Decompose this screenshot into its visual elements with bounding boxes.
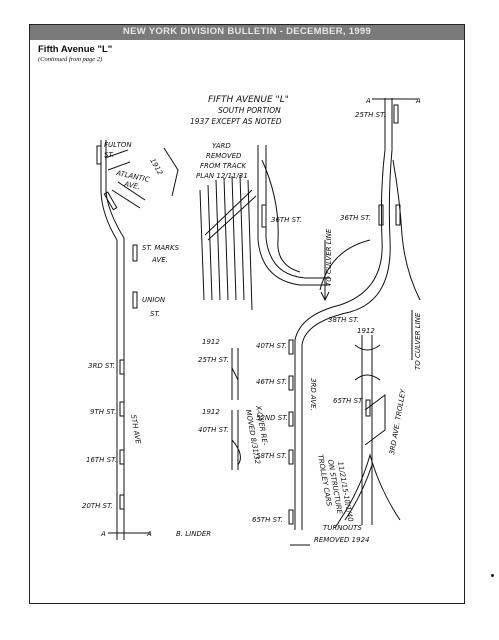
- label-yard-3: FROM TRACK: [200, 162, 247, 170]
- section-title: Fifth Avenue "L": [38, 44, 113, 55]
- platform-atlantic: [103, 191, 118, 211]
- label-65th-b: 65TH ST.: [333, 397, 364, 405]
- label-36th-b: 36TH ST.: [340, 214, 371, 222]
- label-union: UNION: [142, 296, 166, 304]
- platform-36th-a: [261, 204, 267, 228]
- label-yard-4: PLAN 12/11/31: [196, 172, 248, 180]
- label-a-top-2: A: [415, 97, 421, 105]
- label-linder: B. LINDER: [176, 530, 211, 538]
- trolley-ramp: [339, 453, 401, 521]
- section-subtitle: (Continued from page 2): [38, 56, 103, 63]
- platform-36th-c: [395, 204, 401, 226]
- platform-36th-b: [378, 204, 384, 226]
- platform-20th: [119, 494, 125, 510]
- platform-fulton: [96, 145, 102, 165]
- right-track-b: [301, 98, 393, 530]
- label-52nd-r: 52ND ST.: [256, 414, 288, 422]
- label-3rd-ave: 3RD AVE.: [309, 378, 317, 411]
- label-5th-ave: 5TH AVE: [129, 414, 142, 445]
- label-1912-a: 1912: [148, 157, 164, 177]
- platform-3rd: [119, 359, 125, 375]
- arrow-1912-a: [163, 147, 179, 197]
- sketch-40th-xover: [231, 439, 241, 466]
- sketch-25th-track: [231, 348, 239, 400]
- bulletin-banner: NEW YORK DIVISION BULLETIN - DECEMBER, 1…: [30, 25, 464, 40]
- label-65th-r: 65TH ST.: [252, 516, 283, 524]
- page-frame: [29, 24, 465, 604]
- trolley-loop: [354, 344, 386, 446]
- yard-tracks: [199, 174, 253, 311]
- platform-65th-b: [365, 399, 371, 417]
- sketch-25th-xover: [231, 367, 239, 381]
- label-turnouts-2: REMOVED 1924: [314, 536, 369, 544]
- label-culver-1: TO CULVER LINE: [325, 228, 333, 286]
- sketch-40th-track: [231, 410, 239, 470]
- center-main-b: [265, 145, 330, 279]
- trolley-ramp-b: [344, 464, 373, 521]
- platform-46th-r: [288, 375, 294, 391]
- label-a-top: A: [365, 97, 371, 105]
- platform-40th-r: [288, 339, 294, 355]
- label-culver-2: TO CULVER LINE: [414, 312, 422, 370]
- label-36th-a: 36TH ST.: [271, 216, 302, 224]
- platform-st-marks: [132, 244, 138, 262]
- diagram-heading-2: SOUTH PORTION: [218, 106, 281, 115]
- yard-ladder: [204, 189, 257, 241]
- label-58th-r: 58TH ST.: [256, 452, 287, 460]
- label-st-marks: ST. MARKS: [142, 244, 180, 252]
- label-atlantic-ave: AVE.: [123, 180, 141, 191]
- center-curve: [261, 159, 301, 273]
- label-a-bottom-2: A: [146, 530, 152, 538]
- label-16th-st: 16TH ST.: [86, 456, 117, 464]
- diagram-heading-1: FIFTH AVENUE "L": [208, 95, 289, 105]
- left-atlantic-branch: [111, 181, 146, 209]
- label-46th-r: 46TH ST.: [256, 378, 287, 386]
- label-40th-mid: 40TH ST.: [198, 426, 229, 434]
- label-40th-r: 40TH ST.: [256, 342, 287, 350]
- label-yard-1: YARD: [212, 142, 231, 150]
- right-track-a: [294, 98, 386, 530]
- center-main-a: [257, 145, 330, 286]
- platform-52nd-r: [288, 411, 294, 427]
- label-25th-mid: 25TH ST.: [198, 356, 229, 364]
- turnouts-arrow: [334, 519, 341, 529]
- label-union-st: ST.: [150, 310, 160, 318]
- label-38th: 38TH ST.: [328, 316, 359, 324]
- platform-25th: [393, 104, 399, 124]
- left-fulton-branch: [104, 149, 131, 171]
- platform-9th: [119, 401, 125, 417]
- left-track-b: [105, 140, 125, 540]
- label-20th-st: 20TH ST.: [82, 502, 113, 510]
- page-mark: [491, 574, 494, 577]
- left-track-a: [100, 140, 118, 540]
- diagram-heading-3: 1937 EXCEPT AS NOTED: [190, 117, 282, 126]
- label-1912-d: 1912: [357, 327, 375, 335]
- label-3rd-ave-trolley: 3RD AVE. TROLLEY: [388, 388, 407, 455]
- culver-arrowhead-1: [320, 291, 330, 302]
- platform-58th-r: [288, 449, 294, 465]
- label-turnouts-1: TURNOUTS: [323, 524, 362, 532]
- label-9th-st: 9TH ST.: [90, 408, 116, 416]
- label-1912-c: 1912: [202, 408, 220, 416]
- label-3rd-st: 3RD ST.: [88, 362, 115, 370]
- label-fulton-st: ST.: [104, 151, 114, 159]
- platform-union: [132, 291, 138, 309]
- label-st-marks-ave: AVE.: [151, 256, 168, 264]
- platform-16th: [119, 449, 125, 465]
- banner-text: NEW YORK DIVISION BULLETIN - DECEMBER, 1…: [122, 26, 372, 37]
- label-a-bottom: A: [100, 530, 106, 538]
- label-fulton: FULTON: [104, 141, 132, 149]
- right-branch: [392, 159, 421, 301]
- label-25th-top: 25TH ST.: [355, 111, 386, 119]
- label-yard-2: REMOVED: [206, 152, 242, 160]
- platform-65th-r: [288, 509, 294, 525]
- label-1912-b: 1912: [202, 338, 220, 346]
- right-curve-to-culver: [319, 239, 371, 291]
